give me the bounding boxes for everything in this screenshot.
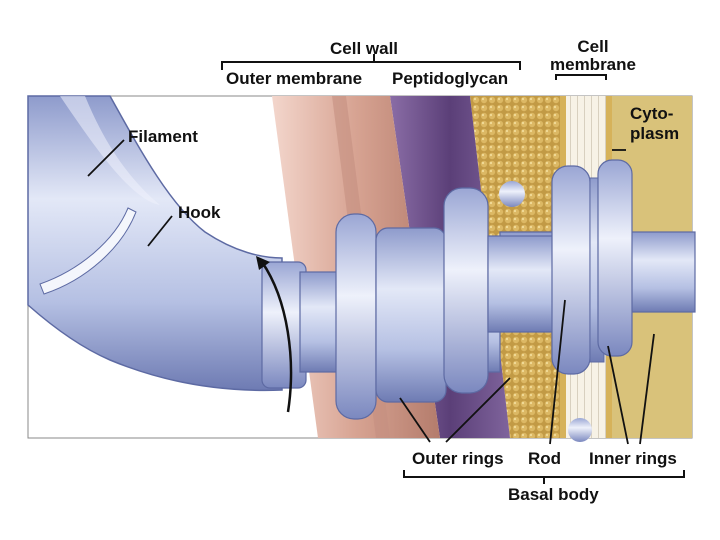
basal-body-label: Basal body xyxy=(508,485,599,504)
inner-ring-m xyxy=(597,159,633,357)
inner-ring-pointer-1 xyxy=(607,345,629,445)
outer-ring-l xyxy=(335,213,377,420)
outer-rings-label: Outer rings xyxy=(412,449,504,468)
pointer-lines xyxy=(87,139,655,445)
hook-pointer xyxy=(147,215,173,247)
inner-ring-s xyxy=(551,165,591,375)
hook-junction xyxy=(39,207,137,295)
outer-ring-p xyxy=(443,187,489,394)
rod-pointer xyxy=(549,299,566,445)
outer-membrane-label: Outer membrane xyxy=(226,69,363,88)
bubble-bottom xyxy=(568,418,592,442)
cell-membrane-label: Cell membrane xyxy=(550,37,636,74)
cytoplasm-label: Cyto- plasm xyxy=(630,104,680,143)
filament-pointer xyxy=(87,139,125,177)
inner-rings-label: Inner rings xyxy=(589,449,677,468)
cell-wall-bracket xyxy=(221,61,521,70)
inner-ring-pointer-2 xyxy=(639,333,655,445)
bubble-top xyxy=(499,181,525,207)
filament-label: Filament xyxy=(128,127,198,146)
basal-body-bracket xyxy=(403,470,685,478)
hook-label: Hook xyxy=(178,203,221,222)
rod-label: Rod xyxy=(528,449,562,468)
cell-wall-label: Cell wall xyxy=(330,39,399,58)
outer-ring-pointer-2 xyxy=(445,377,511,443)
cell-membrane-bracket xyxy=(555,74,607,80)
rotation-arrow xyxy=(260,261,293,413)
hook-collar xyxy=(261,261,307,389)
brackets xyxy=(221,54,685,484)
peptidoglycan-label: Peptidoglycan xyxy=(392,69,509,88)
filament-hook-tube xyxy=(27,95,283,392)
central-rod xyxy=(487,235,559,333)
outer-ring-pointer-1 xyxy=(399,397,431,443)
